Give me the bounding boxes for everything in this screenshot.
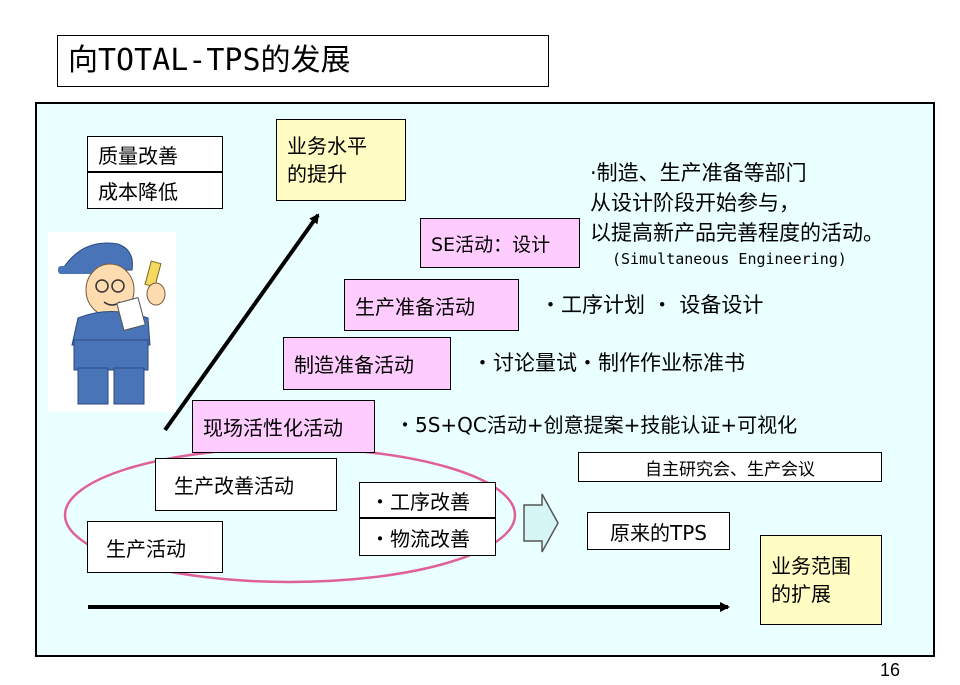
se-desc-line-2: 从设计阶段开始参与， <box>590 191 800 215</box>
business-level-line-1: 业务水平 <box>287 134 367 158</box>
quality-improvement-box: 质量改善 <box>87 136 223 172</box>
site-activation-box: 现场活性化活动 <box>192 400 375 453</box>
se-note: (Simultaneous Engineering) <box>612 250 847 268</box>
production-activity-box: 生产活动 <box>87 521 223 573</box>
se-desc-line-3: 以提高新产品完善程度的活动。 <box>590 221 884 245</box>
business-level-box: 业务水平 的提升 <box>276 119 406 201</box>
original-tps-box: 原来的TPS <box>587 512 730 550</box>
cost-reduction-box: 成本降低 <box>87 172 223 209</box>
manufacturing-prep-box: 制造准备活动 <box>283 337 451 390</box>
diagonal-up-arrow <box>163 213 320 432</box>
site-activation-desc: ・5S+QC活动+创意提案+技能认证+可视化 <box>395 413 798 437</box>
business-level-line-2: 的提升 <box>287 162 347 186</box>
research-meeting-box: 自主研究会、生产会议 <box>578 452 882 482</box>
page-title: 向TOTAL-TPS的发展 <box>57 35 549 87</box>
se-desc-line-1: ·制造、生产准备等部门 <box>590 161 807 185</box>
process-improvement-box: ・工序改善 <box>359 482 496 518</box>
logistics-improvement-box: ・物流改善 <box>359 518 496 556</box>
page-number: 16 <box>879 660 900 680</box>
block-arrow-icon <box>523 493 559 553</box>
business-scope-line-1: 业务范围 <box>771 554 851 578</box>
production-prep-desc: ・工序计划 ・ 设备设计 <box>540 293 764 317</box>
business-scope-box: 业务范围 的扩展 <box>760 535 882 625</box>
production-prep-box: 生产准备活动 <box>344 279 519 331</box>
business-scope-line-2: 的扩展 <box>771 582 831 606</box>
production-improvement-box: 生产改善活动 <box>155 458 337 511</box>
worker-illustration-icon <box>48 232 176 412</box>
manufacturing-prep-desc: ・讨论量试・制作作业标准书 <box>472 351 745 375</box>
se-activity-box: SE活动：设计 <box>420 218 580 268</box>
